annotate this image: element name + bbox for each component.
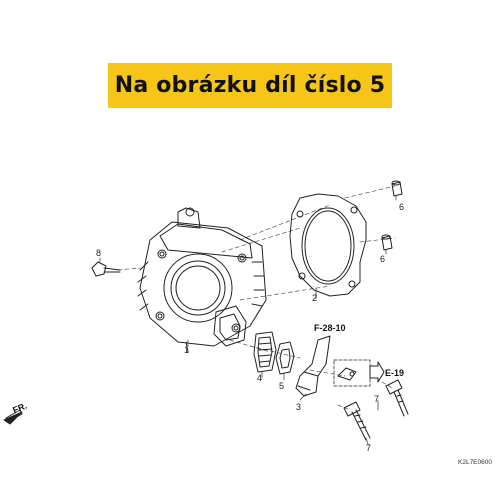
gasket-part-4	[253, 331, 277, 373]
bolt-part-7-left	[343, 401, 371, 441]
gasket-part-2	[289, 193, 367, 299]
ref-f-28-10: F-28-10	[314, 323, 346, 333]
tensioner-assembly	[333, 359, 385, 387]
ref-e-19: E-19	[385, 368, 404, 378]
bolt-part-8	[91, 261, 121, 277]
diagram-code: K2L7E0600	[458, 459, 492, 466]
callout-2: 2	[312, 293, 317, 303]
guide-bracket-part-3	[295, 335, 331, 397]
callout-4: 4	[257, 373, 262, 383]
bolt-part-7-right	[385, 379, 409, 417]
callout-6-lower: 6	[380, 254, 385, 264]
front-label: FR.	[11, 401, 28, 416]
callout-3: 3	[296, 402, 301, 412]
callout-1: 1	[184, 345, 189, 355]
callout-leaders	[99, 195, 397, 445]
callout-7-left: 7	[366, 443, 371, 453]
cylinder-block-part-1	[137, 207, 267, 353]
callout-6-upper: 6	[399, 202, 404, 212]
part-number-banner: Na obrázku díl číslo 5	[108, 63, 392, 108]
dowel-pin-part-6-upper	[391, 180, 403, 197]
callout-5: 5	[279, 381, 284, 391]
callout-8: 8	[96, 248, 101, 258]
banner-text: Na obrázku díl číslo 5	[114, 73, 386, 98]
callout-7-right: 7	[374, 394, 379, 404]
gasket-part-5	[275, 341, 295, 375]
front-arrow-icon	[3, 409, 23, 425]
dowel-pin-part-6-lower	[381, 234, 393, 251]
